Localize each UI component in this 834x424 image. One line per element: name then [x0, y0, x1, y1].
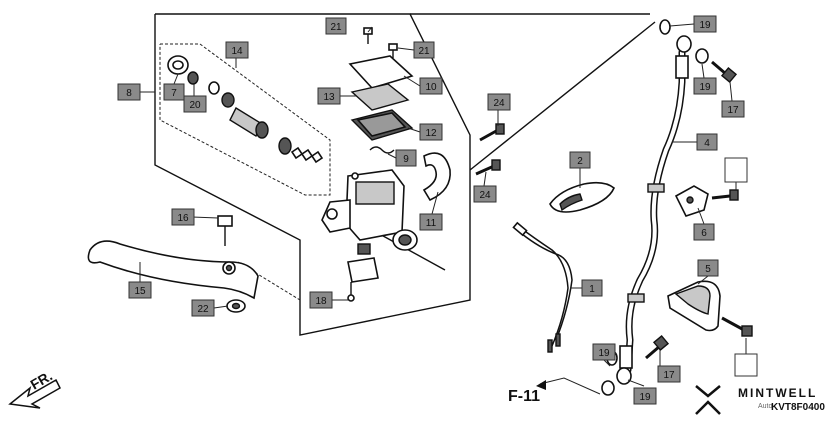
- svg-text:24: 24: [479, 190, 491, 201]
- svg-text:19: 19: [598, 348, 610, 359]
- svg-text:9: 9: [403, 154, 409, 165]
- callout-4: 4: [696, 133, 718, 151]
- f11-arrow: [539, 377, 601, 395]
- hose-guide-line: [469, 21, 656, 171]
- svg-text:7: 7: [171, 88, 177, 99]
- sealing-washer-2: [695, 48, 709, 64]
- svg-text:18: 18: [315, 296, 327, 307]
- master-cylinder-body: [321, 169, 418, 251]
- callout-blank-lower: [734, 353, 758, 377]
- brake-lever: [87, 240, 259, 300]
- svg-text:5: 5: [705, 264, 711, 275]
- callout-22: 22: [191, 299, 215, 317]
- svg-text:19: 19: [639, 392, 651, 403]
- bolt-24a: [479, 123, 505, 142]
- callout-21b: 21: [413, 41, 435, 59]
- svg-text:8: 8: [126, 88, 132, 99]
- callout-15: 15: [128, 281, 152, 299]
- watermark-logo: [695, 385, 721, 415]
- leader-lines: [139, 23, 747, 387]
- svg-text:21: 21: [418, 46, 430, 57]
- callout-14: 14: [225, 41, 249, 59]
- svg-text:10: 10: [425, 82, 437, 93]
- svg-text:16: 16: [177, 213, 189, 224]
- hose-clamp: [549, 181, 615, 213]
- svg-text:19: 19: [699, 20, 711, 31]
- cap-screw: [363, 27, 373, 44]
- svg-text:17: 17: [727, 105, 739, 116]
- hose-sleeve-2: [627, 293, 645, 303]
- callout-17a: 17: [721, 100, 745, 118]
- svg-text:19: 19: [699, 82, 711, 93]
- holder-clamp: [422, 152, 451, 202]
- callout-24a: 24: [487, 93, 511, 111]
- svg-text:4: 4: [704, 138, 710, 149]
- hose-sleeve-1: [647, 183, 665, 193]
- hose-clip-6: [674, 185, 739, 217]
- svg-text:24: 24: [493, 98, 505, 109]
- sealing-washer: [659, 19, 671, 35]
- hose-guide-5: [667, 280, 753, 337]
- svg-text:21: 21: [330, 22, 342, 33]
- svg-text:13: 13: [323, 92, 335, 103]
- callout-9: 9: [395, 149, 417, 167]
- svg-text:14: 14: [231, 46, 243, 57]
- callout-17b: 17: [657, 365, 681, 383]
- figure-reference: F-11: [508, 388, 541, 405]
- clip-9: [369, 146, 395, 154]
- callout-2: 2: [569, 151, 591, 169]
- callout-6: 6: [693, 223, 715, 241]
- callout-7: 7: [163, 83, 185, 101]
- diagram-code: KVT8F0400: [771, 402, 825, 413]
- callout-10: 10: [419, 77, 443, 95]
- bolt-24b: [475, 159, 501, 176]
- svg-text:11: 11: [426, 218, 437, 229]
- callout-blank-upper: [724, 157, 748, 183]
- pivot-bolt: [217, 215, 233, 246]
- callout-24b: 24: [473, 185, 497, 203]
- callout-16: 16: [171, 208, 195, 226]
- watermark-brand: MINTWELL: [738, 386, 818, 400]
- hose-upper-fitting: [675, 35, 692, 79]
- svg-text:15: 15: [134, 286, 146, 297]
- lever-nut: [226, 299, 246, 313]
- cap-screw-2: [388, 43, 398, 58]
- oil-bolt-lower: [645, 334, 670, 360]
- hose-lower-fitting: [616, 345, 633, 385]
- svg-text:1: 1: [589, 284, 595, 295]
- svg-text:12: 12: [425, 128, 437, 139]
- callout-19d: 19: [633, 387, 657, 405]
- watermark-sub: Auto: [758, 403, 773, 410]
- svg-text:22: 22: [197, 304, 209, 315]
- diaphragm-inner: [356, 112, 407, 137]
- svg-text:6: 6: [701, 228, 707, 239]
- callout-18: 18: [309, 291, 333, 309]
- f11-arrowhead: [536, 380, 546, 390]
- assembly-group-outline: [154, 13, 471, 336]
- brake-switch: [347, 243, 379, 302]
- callout-5: 5: [697, 259, 719, 277]
- callout-1: 1: [581, 279, 603, 297]
- sealing-washer-4: [601, 380, 615, 396]
- callout-19c: 19: [592, 343, 616, 361]
- cap-plate: [350, 83, 410, 111]
- reservoir-cap: [348, 55, 414, 89]
- svg-text:17: 17: [663, 370, 675, 381]
- svg-text:20: 20: [189, 100, 201, 111]
- callout-21a: 21: [325, 17, 347, 35]
- callout-8: 8: [117, 83, 141, 101]
- callout-12: 12: [419, 123, 443, 141]
- inner-dashed-outline: [159, 43, 331, 196]
- piston-kit: [167, 55, 324, 164]
- callout-20: 20: [183, 95, 207, 113]
- oil-bolt-upper: [711, 60, 738, 84]
- callout-11: 11: [419, 213, 443, 231]
- callout-19b: 19: [693, 77, 717, 95]
- fr-arrow: [8, 378, 61, 409]
- callout-19a: 19: [693, 15, 717, 33]
- svg-text:2: 2: [577, 156, 583, 167]
- callout-13: 13: [317, 87, 341, 105]
- switch-wire: [512, 221, 573, 353]
